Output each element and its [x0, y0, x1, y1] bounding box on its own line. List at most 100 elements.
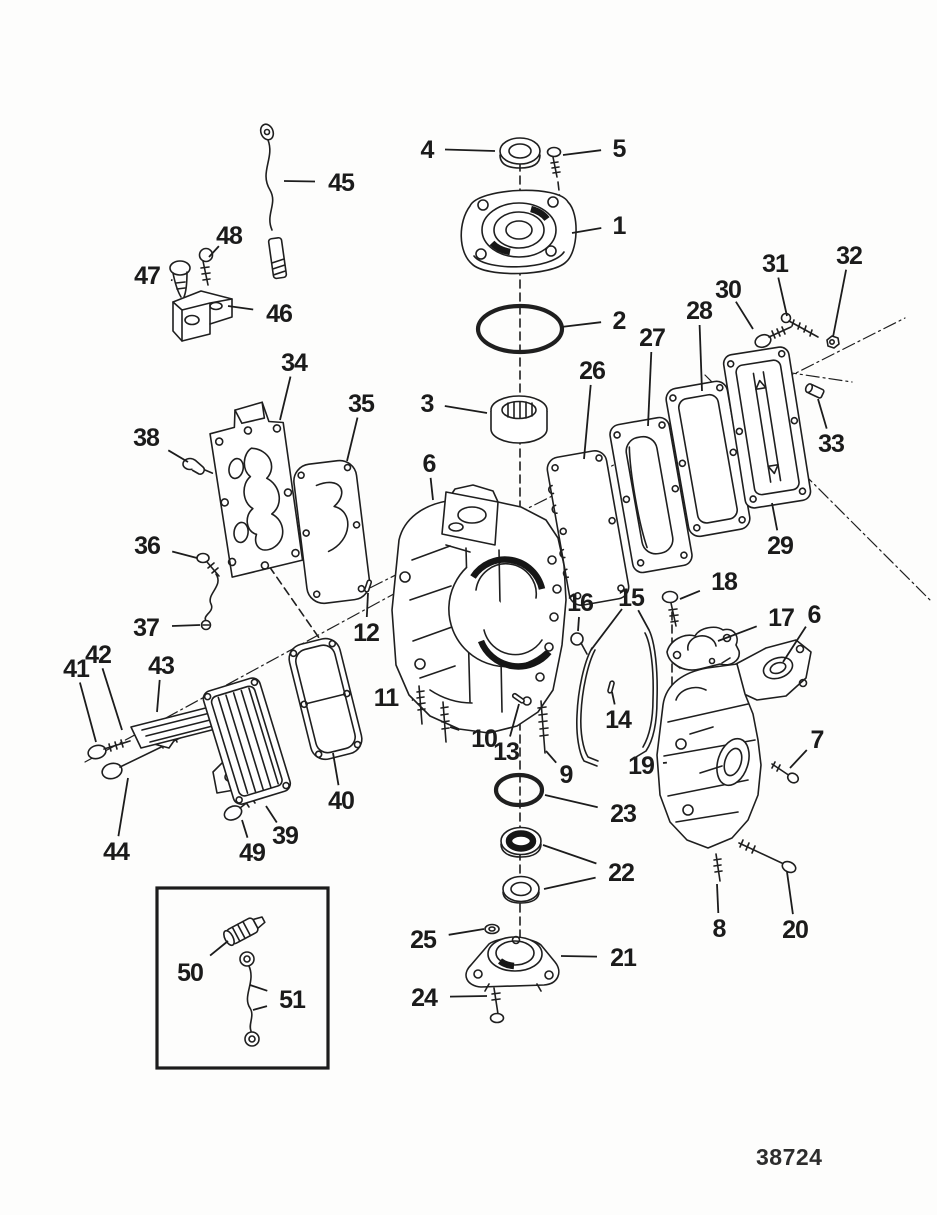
leader-line-16 — [577, 616, 580, 632]
callout-27: 27 — [639, 324, 665, 352]
callout-41: 41 — [63, 655, 90, 683]
callout-42: 42 — [85, 641, 111, 669]
part-33-plug — [804, 383, 825, 399]
part-14-dowel-pin — [607, 680, 615, 694]
callout-13: 13 — [493, 738, 519, 766]
part-22-washer — [502, 875, 540, 904]
leader-line-41 — [79, 682, 97, 743]
callout-4: 4 — [421, 136, 435, 164]
drawing-number: 38724 — [756, 1144, 823, 1170]
callout-49: 49 — [239, 839, 265, 867]
callout-6: 6 — [808, 601, 821, 629]
callout-36: 36 — [134, 532, 160, 560]
callout-50: 50 — [177, 959, 203, 987]
part-34-cover-plate — [209, 401, 304, 578]
leader-line-10 — [449, 726, 460, 731]
leader-line-43 — [156, 679, 161, 713]
leader-line-50 — [209, 940, 229, 957]
part-16-bolt — [570, 632, 588, 655]
part-21-lower-end-cap — [465, 935, 560, 992]
leader-line-30 — [735, 301, 754, 330]
part-28-gasket — [665, 380, 751, 538]
callout-34: 34 — [281, 349, 308, 377]
callout-26: 26 — [579, 357, 605, 385]
leader-line-15 — [590, 608, 623, 651]
leader-line-32 — [832, 269, 847, 338]
leader-line-23 — [544, 794, 598, 809]
part-7-bolt — [771, 761, 800, 784]
leader-line-3 — [444, 405, 488, 414]
part-9-stud — [537, 700, 549, 754]
leader-line-5 — [562, 149, 602, 156]
part-4-seal — [499, 137, 541, 169]
leader-line-9 — [545, 750, 557, 764]
leader-line-40 — [332, 752, 340, 786]
part-20-bolt — [738, 839, 797, 874]
leader-line-14 — [611, 691, 616, 705]
callout-24: 24 — [411, 984, 438, 1012]
callout-30: 30 — [715, 276, 741, 304]
callout-39: 39 — [272, 822, 298, 850]
part-6-cylinder-block — [391, 484, 567, 734]
callout-31: 31 — [762, 250, 789, 278]
leader-line-42 — [101, 668, 123, 731]
leader-line-18 — [679, 589, 701, 600]
part-40-gasket — [288, 637, 363, 761]
leader-line-1 — [571, 227, 602, 234]
callout-19: 19 — [628, 752, 654, 780]
callout-8: 8 — [713, 915, 727, 943]
callout-40: 40 — [328, 787, 354, 815]
part-15-seal-strips — [576, 629, 658, 767]
leader-line-6 — [429, 477, 434, 501]
callout-48: 48 — [216, 222, 243, 250]
part-50-sensor — [223, 916, 266, 947]
callout-3: 3 — [421, 390, 434, 418]
callout-15: 15 — [618, 584, 645, 612]
callout-11: 11 — [374, 684, 400, 712]
part-30-bolt — [754, 326, 792, 349]
part-35-gasket — [293, 459, 371, 605]
callout-46: 46 — [266, 300, 292, 328]
part-47-bolt — [169, 260, 191, 298]
callout-16: 16 — [567, 589, 593, 617]
callout-14: 14 — [605, 706, 632, 734]
leader-line-34 — [279, 376, 292, 421]
callout-21: 21 — [610, 944, 637, 972]
leader-line-45 — [283, 180, 316, 183]
leader-line-27 — [647, 351, 653, 427]
leader-line-7 — [789, 749, 808, 769]
callout-33: 33 — [818, 430, 844, 458]
callout-32: 32 — [836, 242, 862, 270]
callout-37: 37 — [133, 614, 159, 642]
leader-line-20 — [786, 871, 794, 915]
callout-10: 10 — [471, 725, 497, 753]
callout-17: 17 — [768, 604, 794, 632]
part-29-exhaust-cover — [722, 346, 812, 509]
leader-line-21 — [560, 955, 598, 958]
part-23-o-ring — [493, 772, 545, 808]
part-6-crankcase-half — [656, 639, 812, 849]
callout-28: 28 — [686, 297, 713, 325]
leader-line-25 — [448, 928, 485, 936]
part-24-bolt — [489, 987, 505, 1024]
part-18-bolt — [661, 590, 679, 627]
leader-line-37 — [171, 624, 201, 627]
leader-line-12 — [365, 592, 369, 618]
leader-line-15 — [637, 609, 650, 631]
part-36-screw — [196, 552, 220, 577]
callout-38: 38 — [133, 424, 160, 452]
leader-line-46 — [227, 305, 254, 311]
part-37-link-wire — [200, 573, 219, 631]
part-38-plug — [182, 457, 206, 475]
part-22-seal — [500, 826, 542, 858]
callout-51: 51 — [279, 986, 306, 1014]
part-39-port-cover — [202, 677, 292, 805]
leader-line-48 — [208, 245, 220, 258]
part-10-stud — [440, 701, 450, 743]
callout-35: 35 — [348, 390, 375, 418]
inset-box — [155, 886, 330, 1070]
leader-line-39 — [265, 805, 278, 823]
